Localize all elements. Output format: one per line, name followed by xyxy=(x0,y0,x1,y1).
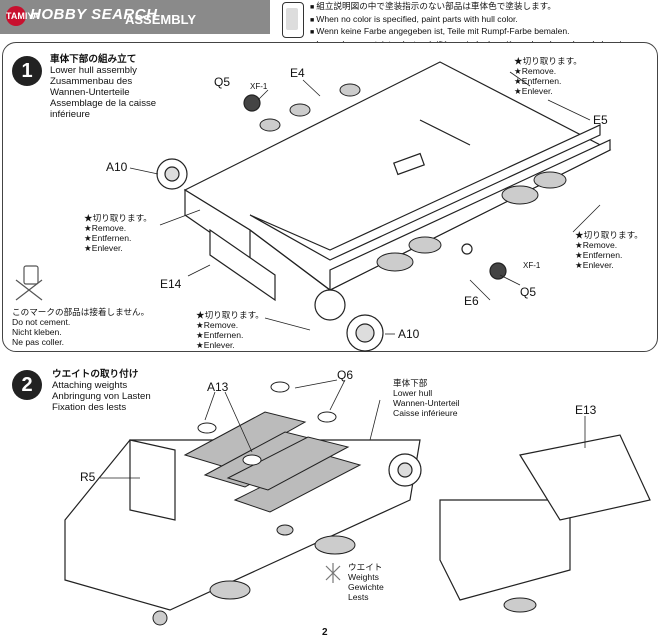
page-header: TAMIYA HOBBY SEARCH ASSEMBLY 組立説明図の中で塗装指… xyxy=(0,0,660,49)
remove-note-bottom: 切り取ります。 Remove. Entfernen. Enlever. xyxy=(196,310,264,350)
label-xf1-top: XF-1 xyxy=(250,82,268,91)
weight-plates xyxy=(183,411,362,513)
label-e6: E6 xyxy=(464,294,479,308)
step1-title: 車体下部の組み立て Lower hull assembly Zusammenba… xyxy=(50,54,157,120)
label-e4: E4 xyxy=(290,66,305,80)
weight-pins xyxy=(197,381,337,466)
suspension-arms xyxy=(259,83,567,272)
paint-bottle-icon xyxy=(282,2,304,38)
weights-icon xyxy=(325,563,341,583)
step1-number: 1 xyxy=(12,56,42,86)
step2-title: ウエイトの取り付け Attaching weights Anbringung v… xyxy=(52,369,151,413)
weights-note: ウエイト Weights Gewichte Lests xyxy=(348,562,384,602)
label-q5-bottom: Q5 xyxy=(520,285,537,299)
section-title: ASSEMBLY xyxy=(125,12,197,27)
remove-note-right: 切り取ります。 Remove. Entfernen. Enlever. xyxy=(575,230,643,270)
logo-banner: TAMIYA HOBBY SEARCH ASSEMBLY xyxy=(0,0,270,34)
no-cement-icon xyxy=(15,265,43,301)
label-r5: R5 xyxy=(80,470,96,484)
label-xf1-bottom: XF-1 xyxy=(523,261,541,270)
remove-note-top-right: 切り取ります。 Remove. Entfernen. Enlever. xyxy=(514,56,582,96)
label-e5: E5 xyxy=(593,113,608,127)
wheels xyxy=(156,94,507,352)
page-number: 2 xyxy=(322,627,328,638)
label-e13: E13 xyxy=(575,403,597,417)
remove-note-left: 切り取ります。 Remove. Entfernen. Enlever. xyxy=(84,213,152,253)
step2-leader-lines xyxy=(100,379,586,479)
label-a10-bottom: A10 xyxy=(398,327,420,341)
label-e14: E14 xyxy=(160,277,182,291)
watermark-text: HOBBY SEARCH xyxy=(30,6,158,23)
step2-number: 2 xyxy=(12,370,42,400)
label-q5-top: Q5 xyxy=(214,75,231,89)
tamiya-logo: TAMIYA xyxy=(6,6,39,26)
label-q6: Q6 xyxy=(337,368,354,382)
label-a10-left: A10 xyxy=(106,160,128,174)
step2-hull-drawing xyxy=(64,434,651,611)
step2-suspension xyxy=(152,524,537,626)
no-cement-note: このマークの部品は接着しません。 Do not cement. Nicht kl… xyxy=(12,307,150,347)
lower-hull-note: 車体下部 Lower hull Wannen-Unterteil Caisse … xyxy=(393,378,460,418)
label-a13: A13 xyxy=(207,380,229,394)
